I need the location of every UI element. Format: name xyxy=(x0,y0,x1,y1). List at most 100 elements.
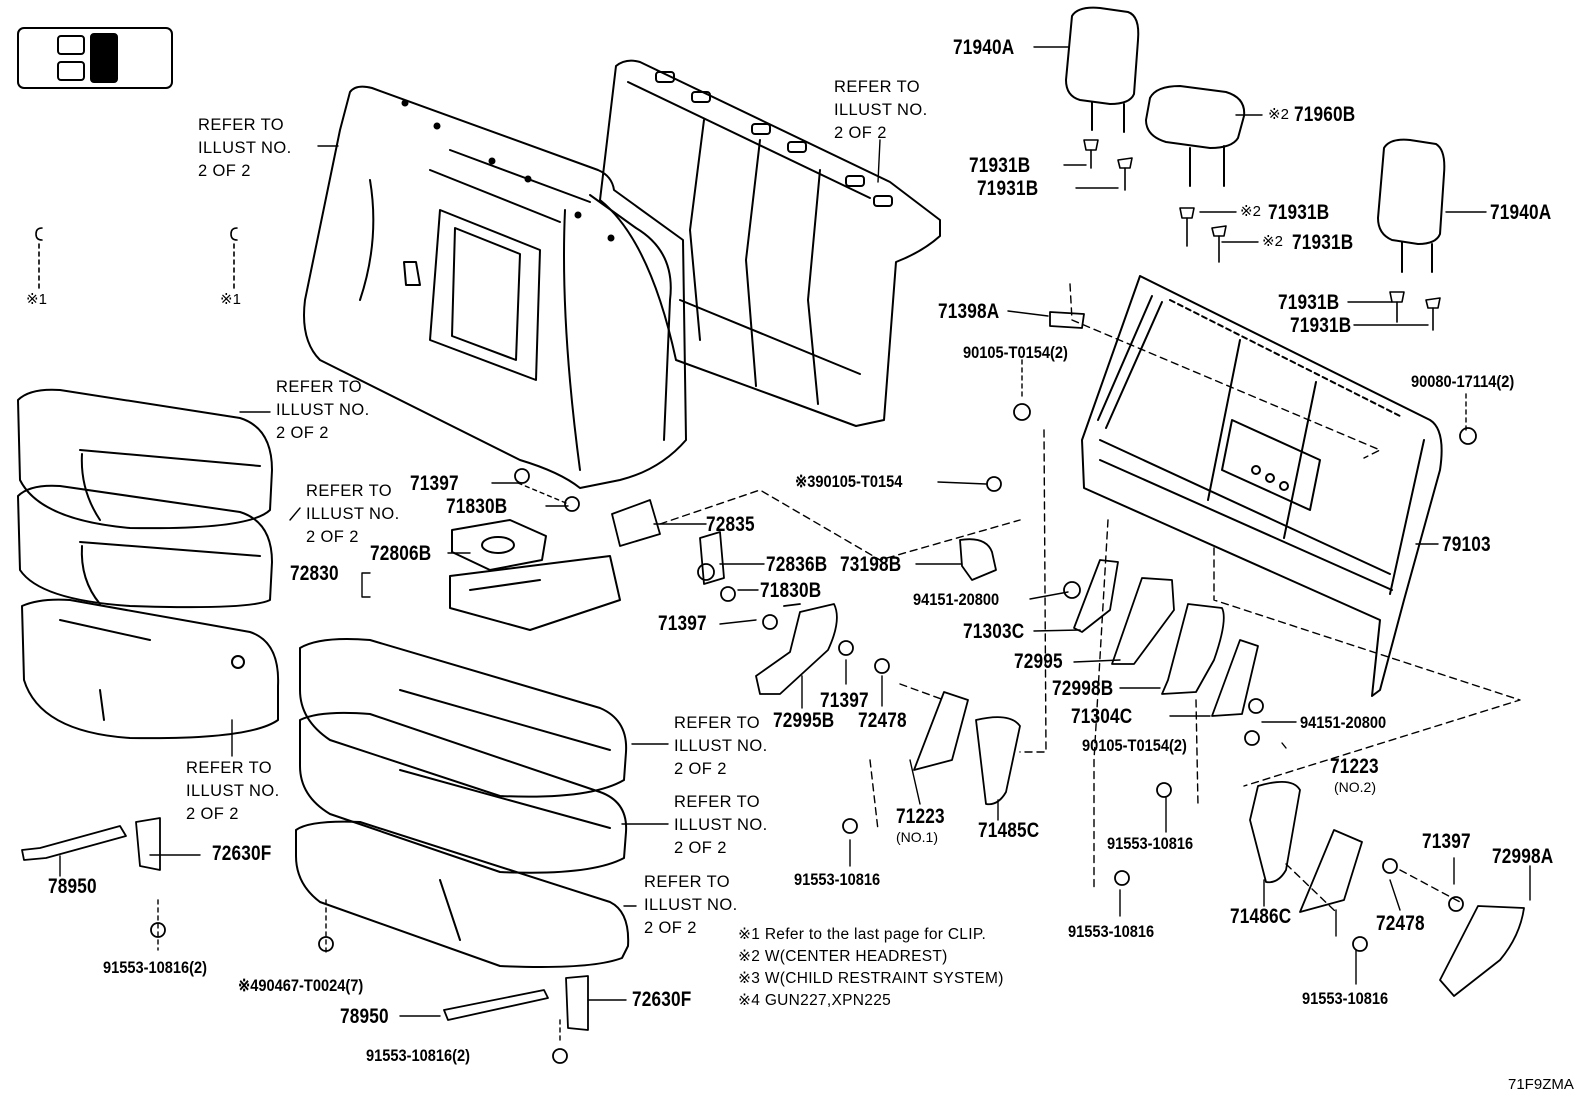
part-label-71931B[interactable]: 71931B xyxy=(1278,291,1340,314)
part-label-71398A[interactable]: 71398A xyxy=(938,300,1000,323)
part-label-71303C[interactable]: 71303C xyxy=(963,620,1025,643)
part-label-71931B[interactable]: 71931B xyxy=(977,177,1039,200)
seat-cushion-left-icon xyxy=(17,388,280,740)
note-line: ※2 W(CENTER HEADREST) xyxy=(738,948,948,965)
seat-cushion-bottom-icon xyxy=(295,638,630,968)
part-label-71830B[interactable]: 71830B xyxy=(446,495,508,518)
part-label-91553-10816[interactable]: 91553-10816 xyxy=(794,870,881,889)
seatback-cover-icon xyxy=(599,59,941,427)
refer-note: REFER TO ILLUST NO. 2 OF 2 xyxy=(834,76,928,145)
refer-note: REFER TO ILLUST NO. 2 OF 2 xyxy=(198,114,292,183)
part-label-72995B[interactable]: 72995B xyxy=(773,709,835,732)
refer-note: REFER TO ILLUST NO. 2 OF 2 xyxy=(644,871,738,940)
note-line: ※4 GUN227,XPN225 xyxy=(738,992,892,1009)
part-label-71931B[interactable]: 71931B xyxy=(1290,314,1352,337)
part-label-71485C[interactable]: 71485C xyxy=(978,819,1040,842)
clip-icon xyxy=(35,227,43,289)
part-label-71931B[interactable]: 71931B xyxy=(969,154,1031,177)
part-label-72998B[interactable]: 72998B xyxy=(1052,677,1114,700)
refer-line: ILLUST NO. xyxy=(276,401,370,419)
part-label-73198B[interactable]: 73198B xyxy=(840,553,902,576)
condition-mark: ※2 xyxy=(1240,203,1261,220)
refer-note: REFER TO ILLUST NO. 2 OF 2 xyxy=(674,791,768,860)
clip-mark: ※1 xyxy=(26,291,47,308)
part-label-71830B[interactable]: 71830B xyxy=(760,579,822,602)
part-label-72836B[interactable]: 72836B xyxy=(766,553,828,576)
seatback-frame-icon xyxy=(1081,275,1443,697)
part-label-72835[interactable]: 72835 xyxy=(706,513,755,536)
refer-line: 2 OF 2 xyxy=(674,839,727,857)
leader-lines xyxy=(59,46,1531,1045)
part-label-71223[interactable]: 71223 xyxy=(896,805,945,828)
refer-note: REFER TO ILLUST NO. 2 OF 2 xyxy=(674,712,768,781)
part-label-72806B[interactable]: 72806B xyxy=(370,542,432,565)
seatback-assembly-icon xyxy=(303,85,687,489)
clip-mark: ※1 xyxy=(220,291,241,308)
part-label-72478[interactable]: 72478 xyxy=(858,709,907,732)
part-label-71397[interactable]: 71397 xyxy=(820,689,869,712)
part-label-90467-T0024[interactable]: ※490467-T0024(7) xyxy=(238,976,364,995)
headrest-icon xyxy=(1145,85,1246,187)
hinge-bracket-icon xyxy=(611,311,1525,997)
refer-line: 2 OF 2 xyxy=(198,162,251,180)
part-label-90080-17114[interactable]: 90080-17114(2) xyxy=(1411,372,1515,391)
refer-line: ILLUST NO. xyxy=(644,896,738,914)
part-label-91553-10816[interactable]: 91553-10816(2) xyxy=(366,1046,471,1065)
refer-line: 2 OF 2 xyxy=(674,760,727,778)
part-label-71940A[interactable]: 71940A xyxy=(953,36,1015,59)
refer-line: 2 OF 2 xyxy=(276,424,329,442)
refer-line: ILLUST NO. xyxy=(186,782,280,800)
part-label-72998A[interactable]: 72998A xyxy=(1492,845,1554,868)
part-label-71931B[interactable]: 71931B xyxy=(1292,231,1354,254)
refer-line: ILLUST NO. xyxy=(674,816,768,834)
headrest-support-icon xyxy=(1083,139,1441,331)
part-label-91553-10816[interactable]: 91553-10816 xyxy=(1302,989,1389,1008)
part-label-91553-10816[interactable]: 91553-10816(2) xyxy=(103,958,208,977)
clip-icon xyxy=(230,227,238,289)
part-label-72830[interactable]: 72830 xyxy=(290,562,339,585)
part-label-78950[interactable]: 78950 xyxy=(48,875,97,898)
refer-line: 2 OF 2 xyxy=(186,805,239,823)
part-label-90105-T0154[interactable]: 90105-T0154(2) xyxy=(963,343,1068,362)
assembly-dashed-lines xyxy=(659,283,1521,913)
refer-note: REFER TO ILLUST NO. 2 OF 2 xyxy=(276,376,370,445)
part-label-90105-T0154[interactable]: 90105-T0154(2) xyxy=(1082,736,1187,755)
part-label-71960B[interactable]: 71960B xyxy=(1294,103,1356,126)
part-label-79103[interactable]: 79103 xyxy=(1442,533,1491,556)
part-label-72630F[interactable]: 72630F xyxy=(212,842,272,865)
refer-line: REFER TO xyxy=(834,78,921,96)
part-label-71397[interactable]: 71397 xyxy=(410,472,459,495)
part-sublabel: (NO.1) xyxy=(896,829,938,845)
cable-bracket-icon xyxy=(21,817,589,1031)
part-label-94151-20800[interactable]: 94151-20800 xyxy=(1300,713,1387,732)
refer-line: REFER TO xyxy=(306,482,393,500)
refer-line: 2 OF 2 xyxy=(834,124,887,142)
part-label-91553-10816[interactable]: 91553-10816 xyxy=(1107,834,1194,853)
part-label-72630F[interactable]: 72630F xyxy=(632,988,692,1011)
fastener-icon xyxy=(150,403,1477,1064)
part-label-72995[interactable]: 72995 xyxy=(1014,650,1063,673)
part-label-71223[interactable]: 71223 xyxy=(1330,755,1379,778)
part-label-71486C[interactable]: 71486C xyxy=(1230,905,1292,928)
note-line: ※3 W(CHILD RESTRAINT SYSTEM) xyxy=(738,970,1004,987)
part-label-71304C[interactable]: 71304C xyxy=(1071,705,1133,728)
part-label-71931B[interactable]: 71931B xyxy=(1268,201,1330,224)
refer-note: REFER TO ILLUST NO. 2 OF 2 xyxy=(186,757,280,826)
part-label-71940A[interactable]: 71940A xyxy=(1490,201,1552,224)
refer-line: ILLUST NO. xyxy=(674,737,768,755)
note-line: ※1 Refer to the last page for CLIP. xyxy=(738,926,987,943)
headrest-icon xyxy=(1065,6,1140,133)
refer-line: ILLUST NO. xyxy=(834,101,928,119)
part-label-78950[interactable]: 78950 xyxy=(340,1005,389,1028)
part-label-72478[interactable]: 72478 xyxy=(1376,912,1425,935)
part-label-94151-20800[interactable]: 94151-20800 xyxy=(913,590,1000,609)
refer-line: 2 OF 2 xyxy=(644,919,697,937)
part-label-71397[interactable]: 71397 xyxy=(1422,830,1471,853)
condition-mark: ※2 xyxy=(1268,106,1289,123)
part-label-71397[interactable]: 71397 xyxy=(658,612,707,635)
part-sublabel: (NO.2) xyxy=(1334,779,1376,795)
part-label-91553-10816[interactable]: 91553-10816 xyxy=(1068,922,1155,941)
part-label-90105-T0154[interactable]: ※390105-T0154 xyxy=(795,472,903,491)
